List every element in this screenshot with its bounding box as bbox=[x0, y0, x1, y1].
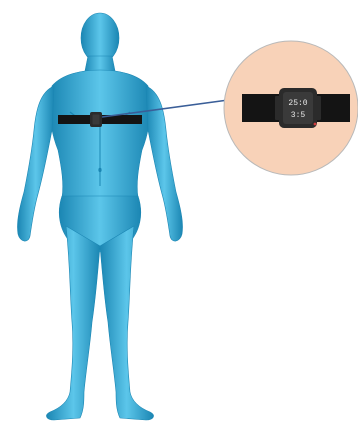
figure-left-leg bbox=[47, 226, 100, 420]
human-figure bbox=[17, 13, 182, 420]
magnified-inset: 25:0 3:5 bbox=[224, 41, 358, 175]
wearable-chest-device-icon bbox=[275, 88, 321, 128]
device-screen-line-1: 25:0 bbox=[288, 99, 307, 108]
figure-head bbox=[81, 13, 119, 63]
figure-left-arm bbox=[17, 86, 54, 241]
strap-sensor-screen bbox=[93, 115, 100, 125]
device-screen-line-2: 3:5 bbox=[291, 111, 306, 120]
figure-navel bbox=[98, 168, 101, 172]
figure-right-leg bbox=[100, 226, 153, 420]
